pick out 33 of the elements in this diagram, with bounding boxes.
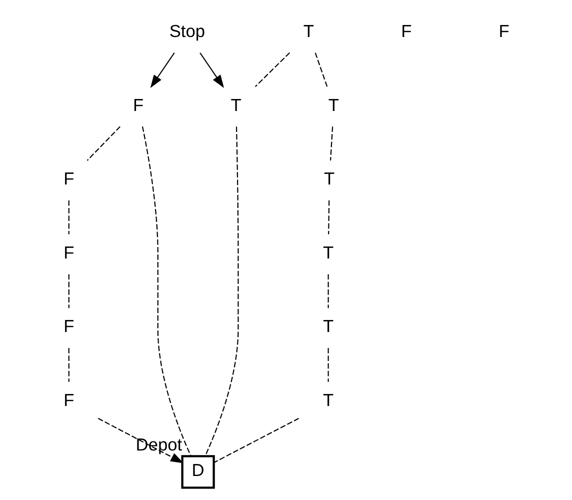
- node-text: F: [63, 242, 74, 262]
- connector: [86, 126, 120, 160]
- connector: [254, 52, 290, 87]
- node-label: Depot: [135, 434, 182, 454]
- node-text: T: [230, 94, 241, 114]
- connector: [68, 274, 69, 308]
- node-text: F: [63, 168, 74, 188]
- node-text: F: [132, 94, 144, 114]
- label: F: [400, 20, 412, 41]
- node-text: T: [322, 390, 334, 410]
- connector: [327, 274, 328, 308]
- connector: [68, 348, 69, 382]
- node-text: F: [63, 390, 74, 410]
- connector: [141, 126, 191, 456]
- node-box: D: [180, 454, 214, 488]
- label: F: [498, 20, 509, 41]
- connector: [314, 52, 328, 86]
- node-text: T: [324, 168, 334, 188]
- node-text: T: [322, 316, 334, 336]
- node-text: T: [328, 94, 339, 114]
- node-text: T: [302, 20, 314, 41]
- connector: [328, 200, 330, 234]
- arrow: [97, 417, 184, 463]
- arrow: [150, 52, 174, 88]
- connector: [204, 126, 238, 456]
- connector: [327, 348, 328, 382]
- node-text: Stop: [168, 20, 205, 41]
- node-text: T: [322, 242, 334, 262]
- connector: [68, 200, 69, 234]
- connector: [213, 417, 298, 462]
- node-text: F: [63, 316, 74, 336]
- arrow: [199, 52, 224, 88]
- connector: [329, 126, 333, 160]
